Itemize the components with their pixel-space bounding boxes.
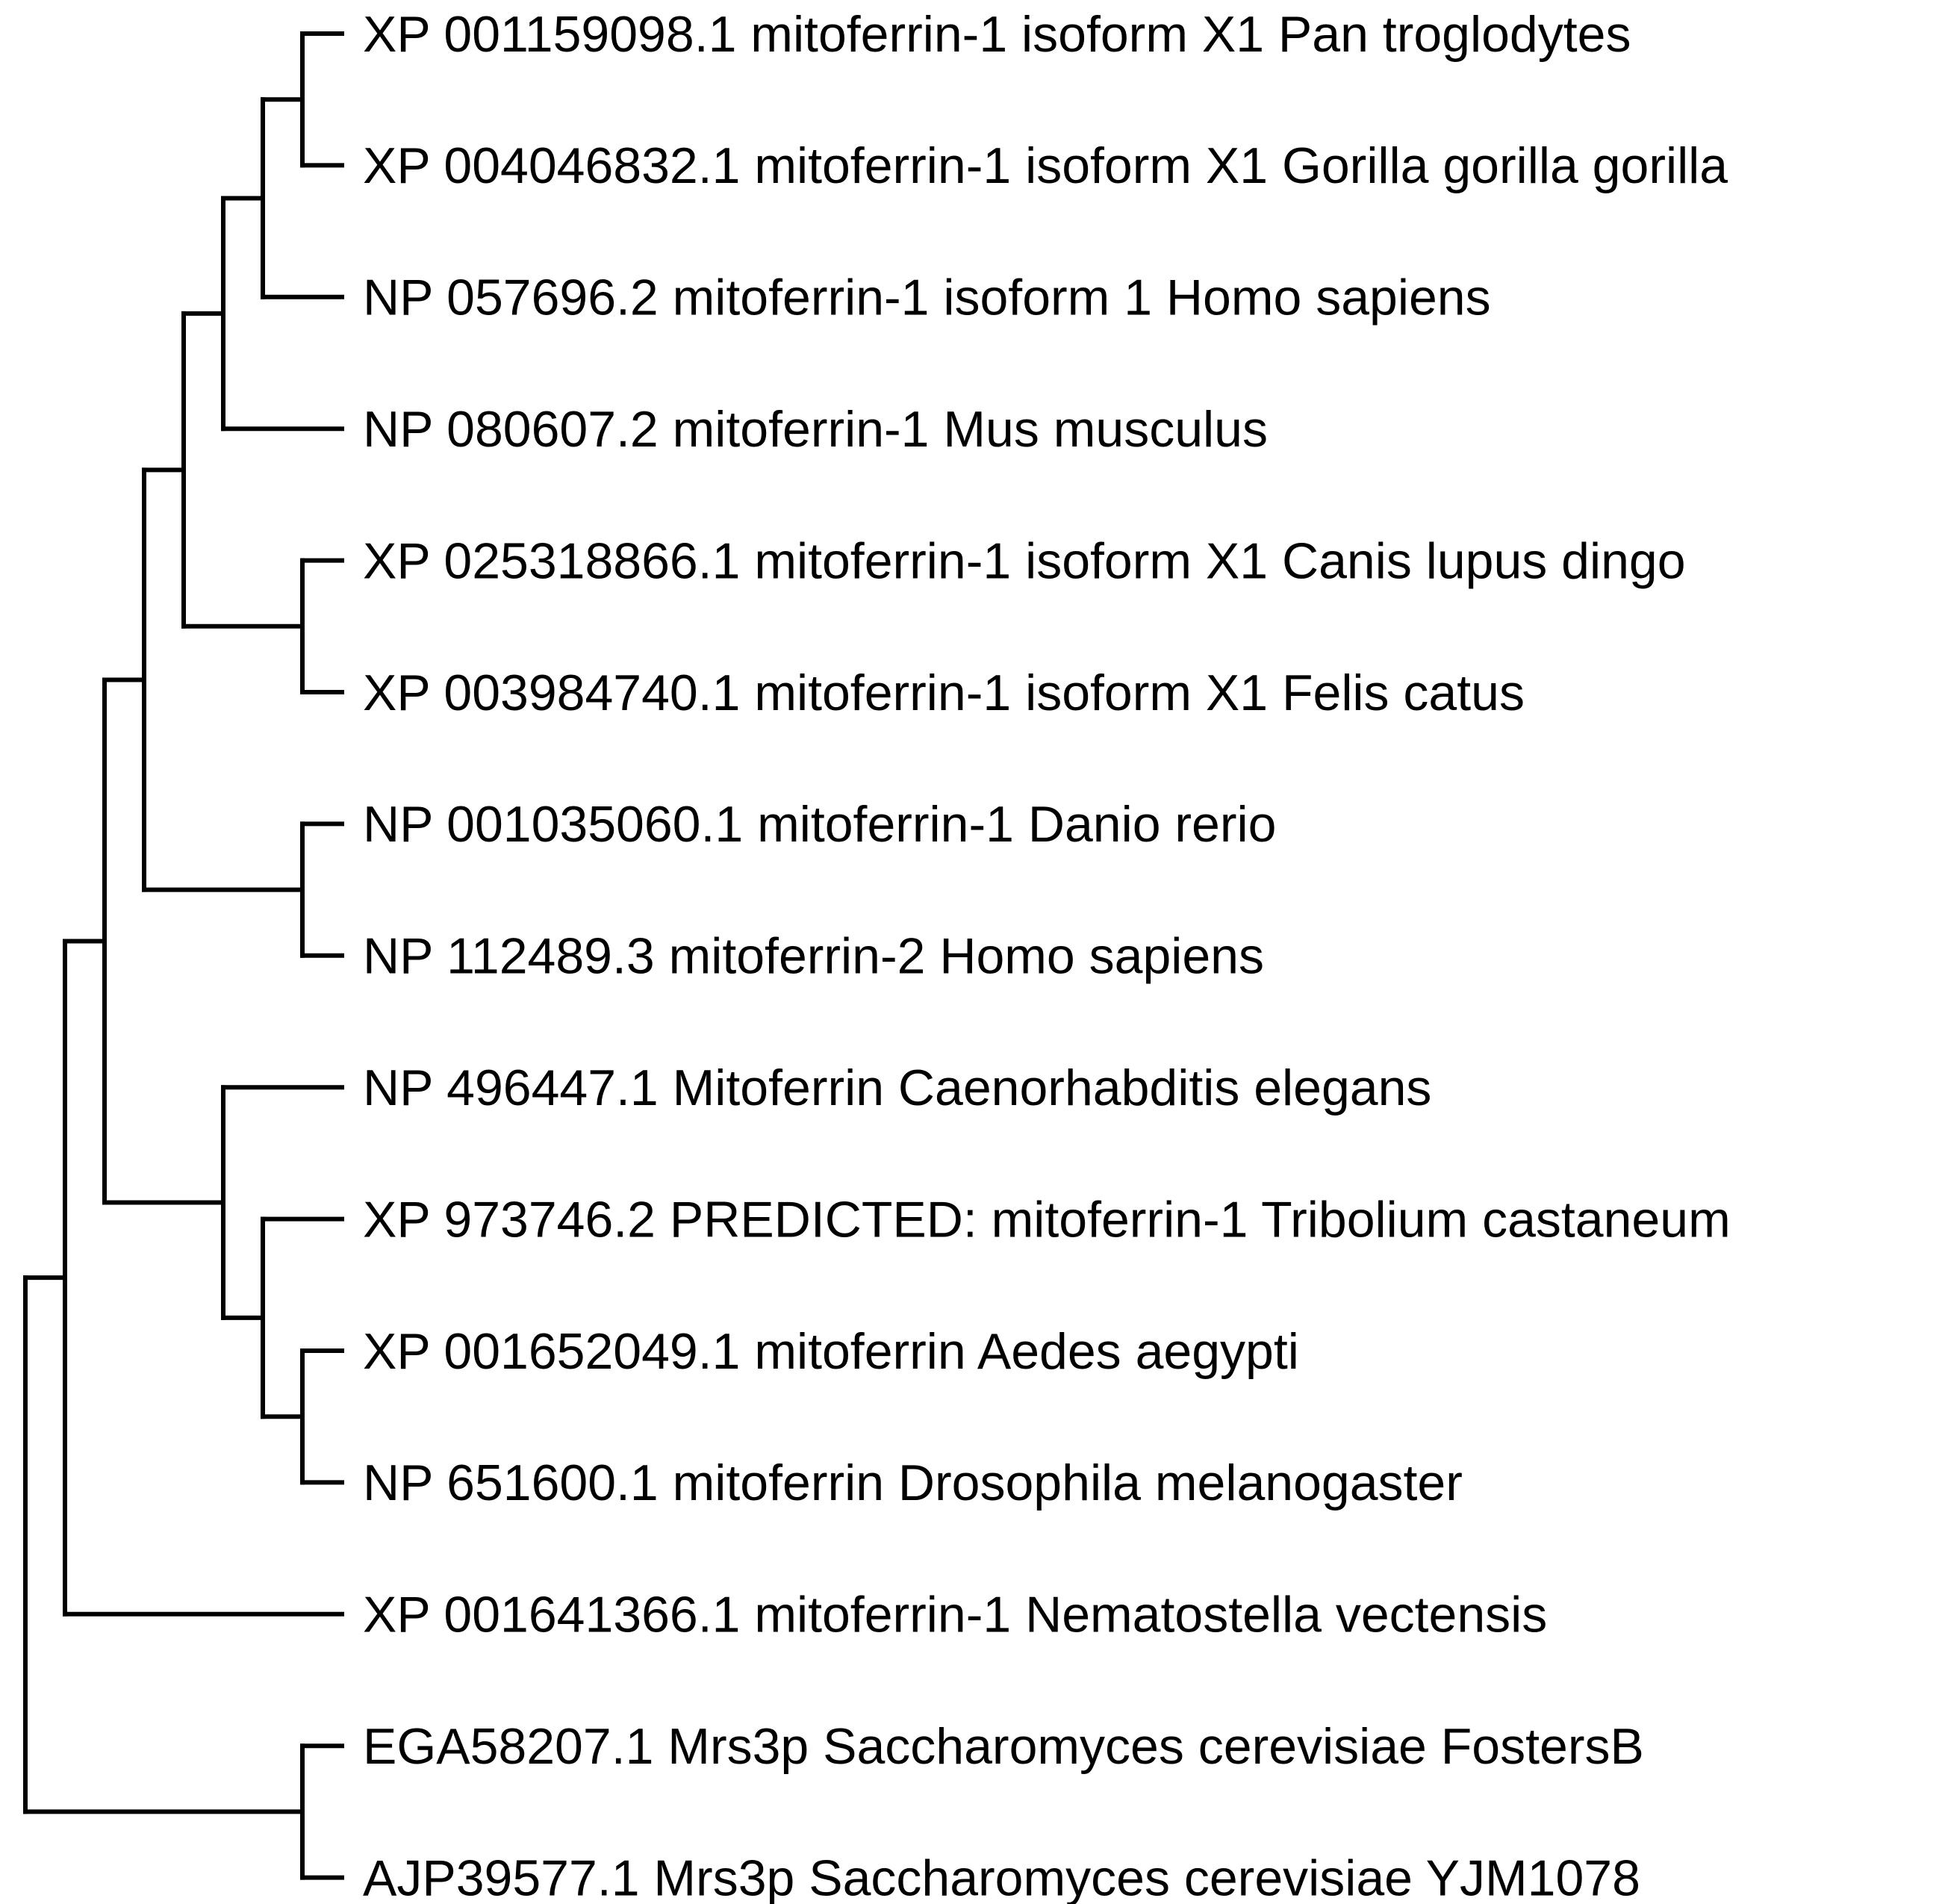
taxon-label-2: NP 057696.2 mitoferrin-1 isoform 1 Homo … (363, 270, 1491, 326)
taxon-label-4: XP 025318866.1 mitoferrin-1 isoform X1 C… (363, 532, 1686, 589)
taxon-label-12: XP 001641366.1 mitoferrin-1 Nematostella… (363, 1587, 1547, 1643)
taxon-label-7: NP 112489.3 mitoferrin-2 Homo sapiens (363, 928, 1264, 985)
taxon-label-3: NP 080607.2 mitoferrin-1 Mus musculus (363, 401, 1268, 458)
taxon-label-10: XP 001652049.1 mitoferrin Aedes aegypti (363, 1323, 1299, 1380)
taxon-label-0: XP 001159098.1 mitoferrin-1 isoform X1 P… (363, 6, 1631, 63)
taxon-label-14: AJP39577.1 Mrs3p Saccharomyces cerevisia… (363, 1849, 1640, 1904)
taxon-label-1: XP 004046832.1 mitoferrin-1 isoform X1 G… (363, 137, 1728, 194)
taxon-label-9: XP 973746.2 PREDICTED: mitoferrin-1 Trib… (363, 1191, 1731, 1248)
taxon-label-5: XP 003984740.1 mitoferrin-1 isoform X1 F… (363, 665, 1525, 721)
taxon-label-11: NP 651600.1 mitoferrin Drosophila melano… (363, 1455, 1463, 1511)
taxon-label-8: NP 496447.1 Mitoferrin Caenorhabditis el… (363, 1060, 1431, 1116)
taxon-label-6: NP 001035060.1 mitoferrin-1 Danio rerio (363, 796, 1276, 853)
taxon-label-13: EGA58207.1 Mrs3p Saccharomyces cerevisia… (363, 1718, 1644, 1775)
